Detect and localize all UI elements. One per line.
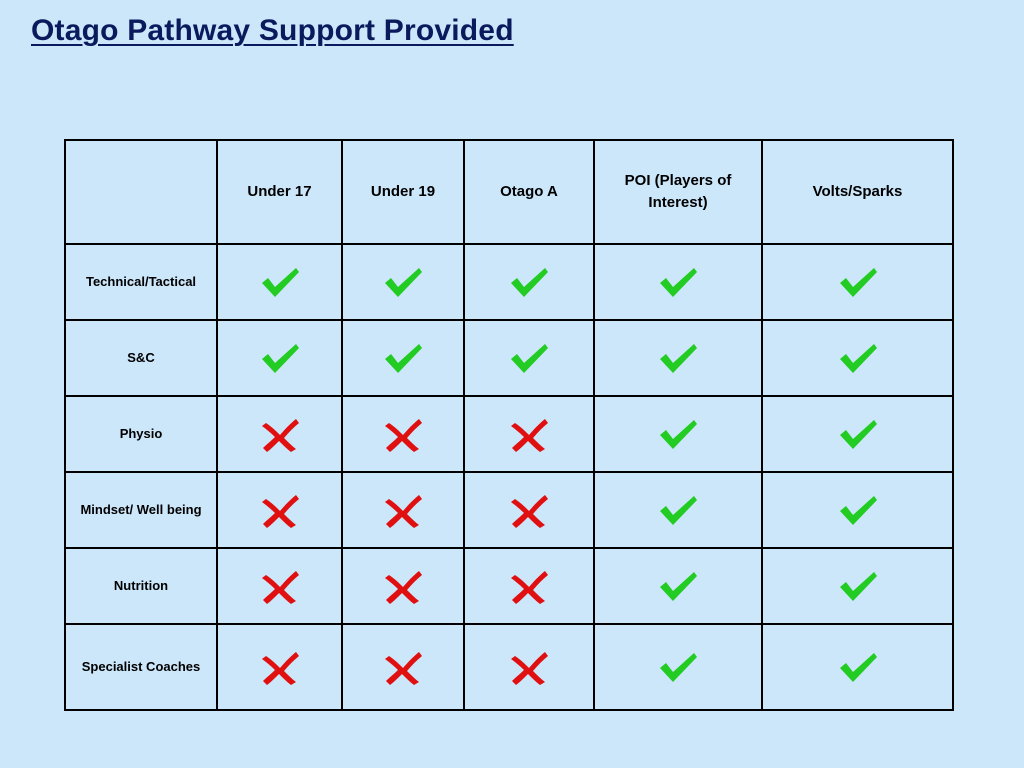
table-cell bbox=[341, 547, 465, 625]
check-icon bbox=[836, 339, 880, 377]
row-label: Physio bbox=[64, 395, 218, 473]
table-cell bbox=[463, 623, 595, 711]
cross-icon bbox=[381, 491, 425, 529]
table-cell bbox=[216, 547, 343, 625]
column-header-empty bbox=[64, 139, 218, 245]
table-cell bbox=[341, 243, 465, 321]
check-icon bbox=[258, 339, 302, 377]
column-header-otago-a: Otago A bbox=[463, 139, 595, 245]
check-icon bbox=[656, 339, 700, 377]
check-icon bbox=[836, 567, 880, 605]
table-cell bbox=[593, 243, 763, 321]
row-label: Technical/Tactical bbox=[64, 243, 218, 321]
check-icon bbox=[507, 263, 551, 301]
table-cell bbox=[761, 471, 954, 549]
cross-icon bbox=[507, 567, 551, 605]
check-icon bbox=[836, 263, 880, 301]
table-cell bbox=[593, 319, 763, 397]
table-cell bbox=[761, 547, 954, 625]
cross-icon bbox=[507, 415, 551, 453]
cross-icon bbox=[258, 415, 302, 453]
table-cell bbox=[216, 243, 343, 321]
cross-icon bbox=[507, 491, 551, 529]
table-cell bbox=[593, 547, 763, 625]
check-icon bbox=[836, 415, 880, 453]
table-cell bbox=[463, 395, 595, 473]
table-cell bbox=[463, 471, 595, 549]
table-cell bbox=[341, 395, 465, 473]
table-cell bbox=[216, 471, 343, 549]
column-header-volts-sparks: Volts/Sparks bbox=[761, 139, 954, 245]
table-row: Specialist Coaches bbox=[64, 623, 954, 711]
table-row: Mindset/ Well being bbox=[64, 471, 954, 549]
table-cell bbox=[216, 319, 343, 397]
cross-icon bbox=[258, 491, 302, 529]
check-icon bbox=[836, 491, 880, 529]
cross-icon bbox=[381, 415, 425, 453]
row-label: Nutrition bbox=[64, 547, 218, 625]
column-header-poi: POI (Players of Interest) bbox=[593, 139, 763, 245]
table-cell bbox=[761, 623, 954, 711]
support-table: Under 17 Under 19 Otago A POI (Players o… bbox=[64, 139, 954, 711]
table-cell bbox=[216, 623, 343, 711]
cross-icon bbox=[381, 648, 425, 686]
column-header-under-19: Under 19 bbox=[341, 139, 465, 245]
column-header-under-17: Under 17 bbox=[216, 139, 343, 245]
table-cell bbox=[341, 319, 465, 397]
check-icon bbox=[507, 339, 551, 377]
table-cell bbox=[463, 243, 595, 321]
cross-icon bbox=[381, 567, 425, 605]
cross-icon bbox=[258, 567, 302, 605]
check-icon bbox=[258, 263, 302, 301]
check-icon bbox=[381, 263, 425, 301]
table-cell bbox=[761, 395, 954, 473]
table-cell bbox=[216, 395, 343, 473]
check-icon bbox=[656, 567, 700, 605]
check-icon bbox=[381, 339, 425, 377]
row-label: Specialist Coaches bbox=[64, 623, 218, 711]
table-cell bbox=[761, 319, 954, 397]
check-icon bbox=[656, 263, 700, 301]
table-row: S&C bbox=[64, 319, 954, 397]
table-cell bbox=[463, 319, 595, 397]
check-icon bbox=[836, 648, 880, 686]
table-row: Physio bbox=[64, 395, 954, 473]
table-cell bbox=[341, 623, 465, 711]
table-cell bbox=[341, 471, 465, 549]
check-icon bbox=[656, 415, 700, 453]
cross-icon bbox=[258, 648, 302, 686]
check-icon bbox=[656, 491, 700, 529]
table-cell bbox=[463, 547, 595, 625]
table-row: Technical/Tactical bbox=[64, 243, 954, 321]
table-row: Nutrition bbox=[64, 547, 954, 625]
page-title: Otago Pathway Support Provided bbox=[31, 14, 514, 47]
row-label: Mindset/ Well being bbox=[64, 471, 218, 549]
table-cell bbox=[593, 623, 763, 711]
table-cell bbox=[761, 243, 954, 321]
table-cell bbox=[593, 395, 763, 473]
row-label: S&C bbox=[64, 319, 218, 397]
check-icon bbox=[656, 648, 700, 686]
table-cell bbox=[593, 471, 763, 549]
header-row: Under 17 Under 19 Otago A POI (Players o… bbox=[64, 139, 954, 245]
cross-icon bbox=[507, 648, 551, 686]
